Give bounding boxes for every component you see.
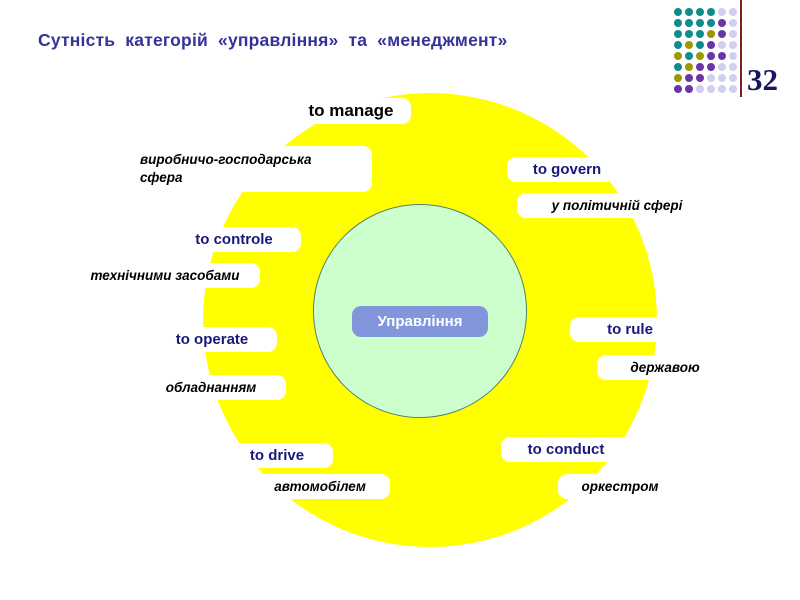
label-to-conduct: to conduct — [501, 437, 631, 462]
label-to-drive: to drive — [221, 443, 333, 468]
label-to-operate: to operate — [147, 327, 277, 352]
desc-manage-sphere: виробничо-господарська сфера — [130, 146, 372, 192]
divider-line — [740, 0, 742, 97]
desc-operate-sphere: обладнанням — [136, 375, 286, 400]
label-to-manage: to manage — [291, 98, 411, 124]
desc-drive-sphere: автомобілем — [250, 474, 390, 499]
label-to-controle: to controle — [167, 227, 301, 252]
desc-controle-sphere: технічними засобами — [70, 263, 260, 288]
page-number: 32 — [747, 62, 778, 97]
desc-govern-sphere: у політичній сфері — [517, 193, 717, 218]
desc-conduct-sphere: оркестром — [558, 474, 682, 499]
center-label: Управління — [352, 306, 488, 337]
dots-decoration-icon — [674, 8, 737, 93]
slide-title: Сутність категорій «управління» та «мене… — [38, 30, 508, 50]
desc-rule-sphere: державою — [597, 355, 733, 380]
label-to-rule: to rule — [570, 317, 690, 342]
label-to-govern: to govern — [507, 157, 627, 182]
